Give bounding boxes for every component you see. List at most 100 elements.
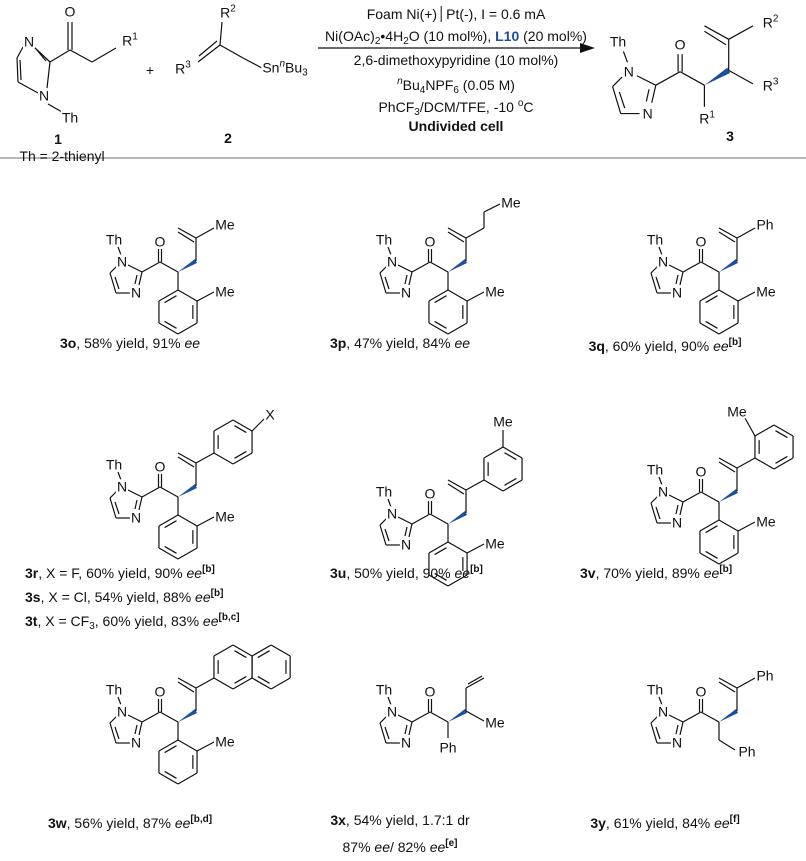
product-bond — [704, 30, 727, 46]
compound-bond — [429, 711, 449, 723]
compound-bond — [411, 711, 431, 723]
methyl-label: Me — [492, 414, 514, 429]
reactant1-bond — [16, 57, 19, 83]
compound-caption: 3v, 70% yield, 89% ee[b] — [580, 562, 732, 581]
reactant1-bond — [36, 49, 47, 62]
r2-label: R2 — [761, 12, 780, 30]
text-segment: O — [424, 683, 436, 700]
condition-line: PhCF3/DCM/TFE, -10 oC — [378, 96, 533, 121]
reactant1-bond — [17, 81, 39, 94]
compound-bond — [655, 726, 661, 740]
aryl-bond — [447, 541, 468, 554]
reactant2-number: 2 — [224, 130, 232, 146]
aryl-bond — [158, 322, 179, 335]
text-segment: 3t — [25, 613, 38, 629]
aryl-bond — [754, 424, 775, 437]
oxygen-label: O — [694, 464, 708, 479]
stereo-wedge-bond — [719, 489, 738, 502]
text-segment: Th — [105, 231, 123, 248]
compound-bond — [177, 227, 197, 239]
aryl-bond — [158, 289, 179, 302]
text-segment: ee — [454, 565, 471, 581]
aryl-bond — [164, 545, 177, 554]
compound-bond — [447, 479, 467, 491]
compound-bond — [408, 271, 413, 286]
text-segment: Th — [375, 231, 393, 248]
nitrogen-label: N — [399, 285, 413, 300]
compound-bond — [682, 491, 702, 503]
product-bond — [728, 69, 754, 85]
text-segment: X — [265, 406, 275, 423]
text-segment: O — [154, 683, 166, 700]
compound-caption: 3t, X = CF3, 60% yield, 83% ee[b,c] — [25, 610, 240, 635]
thienyl-label: Th — [374, 231, 394, 248]
methyl-label: Me — [214, 509, 236, 524]
text-segment: Th — [375, 483, 393, 500]
text-segment: O (10 mol%), — [408, 28, 496, 44]
text-segment: O — [64, 3, 76, 20]
compound-bond — [465, 479, 485, 491]
text-segment: Me — [501, 194, 521, 211]
text-segment: PhCF — [378, 99, 415, 115]
oxygen-label: O — [153, 683, 167, 700]
text-segment: N — [671, 734, 683, 751]
thienyl-label: Th — [104, 682, 124, 697]
phenyl-label: Ph — [737, 744, 757, 759]
text-segment: 3 — [302, 67, 308, 79]
text-segment: ee — [186, 565, 203, 581]
text-segment: N — [400, 734, 412, 751]
text-segment: O — [154, 458, 166, 475]
product-bond — [679, 71, 705, 86]
compound-bond — [718, 231, 736, 243]
text-segment: 2 — [374, 36, 381, 47]
compound-bond — [159, 261, 179, 273]
naphthyl-bond — [257, 675, 270, 684]
aryl-bond — [483, 446, 504, 459]
reactant2-bond — [219, 21, 223, 46]
nitrogen-label: N — [129, 735, 143, 750]
text-segment: 3s — [25, 589, 41, 605]
text-segment: + — [145, 62, 155, 78]
text-segment: , 47% yield, 84% — [346, 335, 455, 351]
text-segment: Undivided cell — [408, 118, 504, 134]
separator-bar — [441, 6, 443, 22]
aryl-bond — [232, 419, 253, 432]
text-segment: N — [386, 253, 398, 270]
compound-bond — [379, 265, 388, 274]
aryl-bond — [705, 320, 718, 329]
compound-bond — [700, 711, 720, 723]
nitrogen-label: N — [656, 254, 670, 268]
aryl-bond — [705, 295, 718, 304]
text-segment: [b] — [719, 564, 733, 575]
text-segment: Th — [61, 109, 79, 126]
product-bond — [636, 75, 657, 86]
text-segment: N — [130, 284, 142, 301]
text-segment: Me — [215, 733, 235, 750]
text-segment: N — [642, 104, 653, 121]
compound-caption: 3u, 50% yield, 90% ee[b] — [330, 562, 483, 581]
compound-bond — [429, 513, 449, 525]
text-segment: 6 — [453, 85, 459, 96]
text-segment: 3v — [580, 565, 596, 581]
compound-bond — [465, 227, 485, 239]
oxygen-label: O — [423, 485, 437, 502]
compound-bond — [679, 721, 684, 736]
compound-bond — [679, 501, 684, 516]
compound-bond — [408, 721, 413, 736]
text-segment: [b] — [728, 337, 742, 348]
text-segment: ee — [714, 815, 730, 831]
aryl-bond — [158, 514, 179, 527]
reactant1-bond — [46, 61, 51, 89]
methyl-label: Me — [214, 733, 236, 750]
text-segment: O — [424, 485, 436, 502]
text-segment: 2 — [403, 36, 409, 47]
compound-caption: 3s, X = Cl, 54% yield, 88% ee[b] — [25, 586, 223, 605]
text-segment: O — [154, 233, 166, 250]
methyl-label: Me — [484, 284, 506, 299]
compound-bond — [387, 498, 392, 508]
text-segment: (20 mol%) — [519, 28, 587, 44]
thienyl-label: Th — [104, 457, 124, 472]
text-segment: Ph — [756, 667, 774, 684]
compound-bond — [177, 231, 195, 243]
reactant1-bond — [91, 47, 117, 63]
